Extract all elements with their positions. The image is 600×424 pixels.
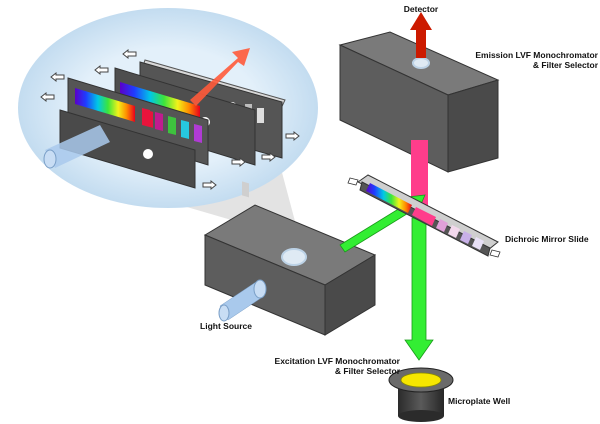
excitation-label: Excitation LVF Monochromator & Filter Se… [274,356,400,376]
microplate-label: Microplate Well [448,396,511,406]
dichroic-label: Dichroic Mirror Slide [505,234,589,244]
detector-arrow [410,12,432,58]
excitation-monochromator [203,204,377,336]
light-source-label: Light Source [200,321,252,331]
filter-plates-zoom [43,48,286,198]
arrow-icons [40,48,300,191]
dichroic-mirror-slide [347,174,501,258]
emission-label: Emission LVF Monochromator & Filter Sele… [475,50,598,70]
detector-label: Detector [403,4,439,14]
microplate-well [388,367,454,422]
